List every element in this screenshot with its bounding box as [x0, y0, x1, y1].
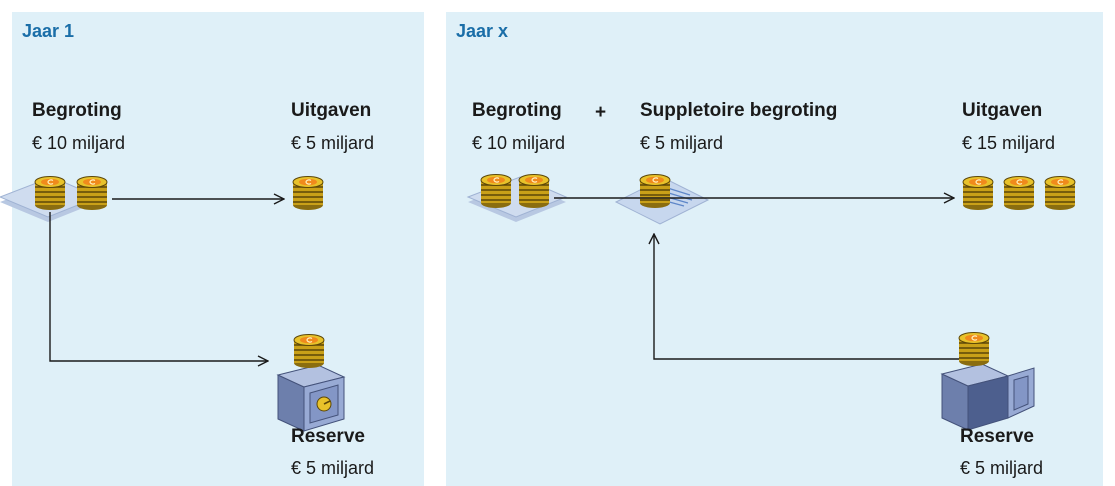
reserve-amount: € 5 miljard — [291, 458, 375, 478]
reserve-coins-icon — [293, 333, 325, 369]
plus-sign: + — [595, 102, 607, 123]
panel-year-1: Jaar 1 Begroting € 10 miljard Uitgaven € — [0, 12, 424, 486]
spending-amount: € 5 miljard — [291, 133, 375, 153]
supplementary-label: Suppletoire begroting — [640, 100, 838, 121]
spending-label: Uitgaven — [291, 100, 372, 121]
arrow-budget-to-reserve — [49, 212, 268, 361]
budget-label: Begroting — [472, 100, 562, 121]
year-1-diagram — [0, 175, 346, 432]
spending-coins-icon — [962, 175, 1076, 211]
supplementary-coins-icon — [639, 173, 671, 209]
reserve-coins-icon — [958, 331, 990, 367]
budget-amount: € 10 miljard — [32, 133, 126, 153]
panel-title: Jaar x — [456, 21, 509, 41]
spending-label: Uitgaven — [962, 100, 1043, 121]
safe-icon — [276, 364, 346, 432]
panel-year-x: Jaar x — [446, 12, 1103, 486]
spending-coins-icon — [292, 175, 324, 211]
year-x-diagram — [467, 173, 1076, 431]
reserve-amount: € 5 miljard — [960, 458, 1044, 478]
supplementary-amount: € 5 miljard — [640, 133, 724, 153]
budget-label: Begroting — [32, 100, 122, 121]
reserve-label: Reserve — [291, 426, 365, 447]
reserve-label: Reserve — [960, 426, 1034, 447]
panel-title: Jaar 1 — [22, 21, 75, 41]
open-safe-icon — [940, 363, 1035, 431]
spending-amount: € 15 miljard — [962, 133, 1056, 153]
arrow-reserve-to-supplementary — [654, 234, 966, 360]
budget-amount: € 10 miljard — [472, 133, 566, 153]
